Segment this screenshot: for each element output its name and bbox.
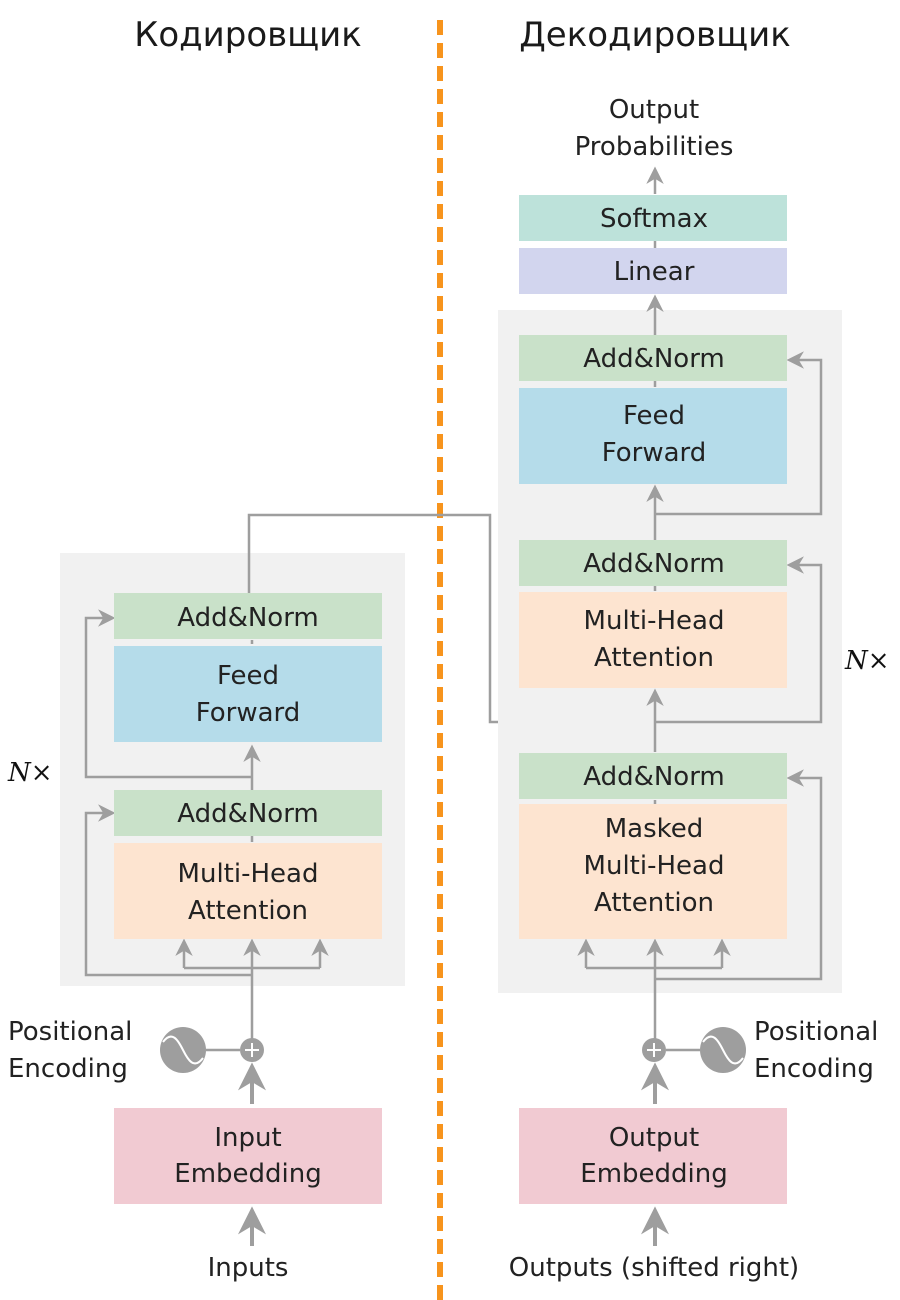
softmax-block: Softmax	[519, 195, 787, 241]
encoder-feed-forward: Feed Forward	[114, 646, 382, 742]
decoder-positional-encoding-label-line1: Positional	[754, 1017, 878, 1047]
encoder-repeat-label: N×	[7, 758, 53, 788]
svg-text:Embedding: Embedding	[580, 1159, 727, 1189]
decoder-wires	[577, 294, 823, 1104]
encoder-multi-head-attention: Multi-Head Attention	[114, 843, 382, 939]
svg-text:Add&Norm: Add&Norm	[583, 549, 725, 579]
svg-text:Add&Norm: Add&Norm	[177, 799, 319, 829]
svg-text:Forward: Forward	[602, 438, 707, 468]
output-probabilities-label-line2: Probabilities	[575, 132, 734, 162]
svg-text:Forward: Forward	[196, 698, 301, 728]
linear-block: Linear	[519, 248, 787, 294]
output-embedding: Output Embedding	[519, 1108, 787, 1204]
decoder-cross-attention: Multi-Head Attention	[519, 592, 787, 688]
decoder-feed-forward: Feed Forward	[519, 388, 787, 484]
svg-text:Multi-Head: Multi-Head	[584, 606, 725, 636]
encoder-add-norm-top: Add&Norm	[114, 593, 382, 639]
svg-text:Input: Input	[214, 1123, 281, 1153]
svg-text:Attention: Attention	[188, 896, 308, 926]
decoder-positional-encoding-label-line2: Encoding	[754, 1054, 874, 1084]
decoder-masked-attention: Masked Multi-Head Attention	[519, 804, 787, 939]
output-probabilities-label-line1: Output	[609, 95, 699, 125]
svg-text:Output: Output	[609, 1123, 699, 1153]
svg-text:Attention: Attention	[594, 888, 714, 918]
svg-text:Add&Norm: Add&Norm	[177, 603, 319, 633]
encoder-positional-encoding-label-line1: Positional	[8, 1017, 132, 1047]
encoder-positional-encoding-label-line2: Encoding	[8, 1054, 128, 1084]
svg-text:Multi-Head: Multi-Head	[178, 859, 319, 889]
svg-text:Multi-Head: Multi-Head	[584, 851, 725, 881]
svg-text:Masked: Masked	[605, 814, 704, 844]
svg-text:Linear: Linear	[614, 257, 695, 287]
decoder-plus-icon	[642, 1038, 666, 1062]
decoder-repeat-label: N×	[844, 646, 890, 676]
svg-text:Add&Norm: Add&Norm	[583, 344, 725, 374]
decoder-sine-wave-icon	[700, 1027, 746, 1073]
decoder-title: Декодировщик	[519, 15, 791, 55]
encoder-title: Кодировщик	[134, 15, 362, 55]
inputs-label: Inputs	[208, 1253, 289, 1283]
svg-text:Embedding: Embedding	[174, 1159, 321, 1189]
input-embedding: Input Embedding	[114, 1108, 382, 1204]
svg-text:Add&Norm: Add&Norm	[583, 762, 725, 792]
outputs-shifted-label: Outputs (shifted right)	[509, 1253, 799, 1283]
encoder-plus-icon	[240, 1038, 264, 1062]
decoder-add-norm-top: Add&Norm	[519, 335, 787, 381]
encoder-add-norm-bottom: Add&Norm	[114, 790, 382, 836]
encoder-sine-wave-icon	[160, 1027, 206, 1073]
svg-text:Softmax: Softmax	[600, 204, 708, 234]
svg-text:Feed: Feed	[623, 401, 685, 431]
decoder-add-norm-middle: Add&Norm	[519, 540, 787, 586]
svg-text:Feed: Feed	[217, 661, 279, 691]
decoder-add-norm-bottom: Add&Norm	[519, 753, 787, 799]
svg-text:Attention: Attention	[594, 643, 714, 673]
